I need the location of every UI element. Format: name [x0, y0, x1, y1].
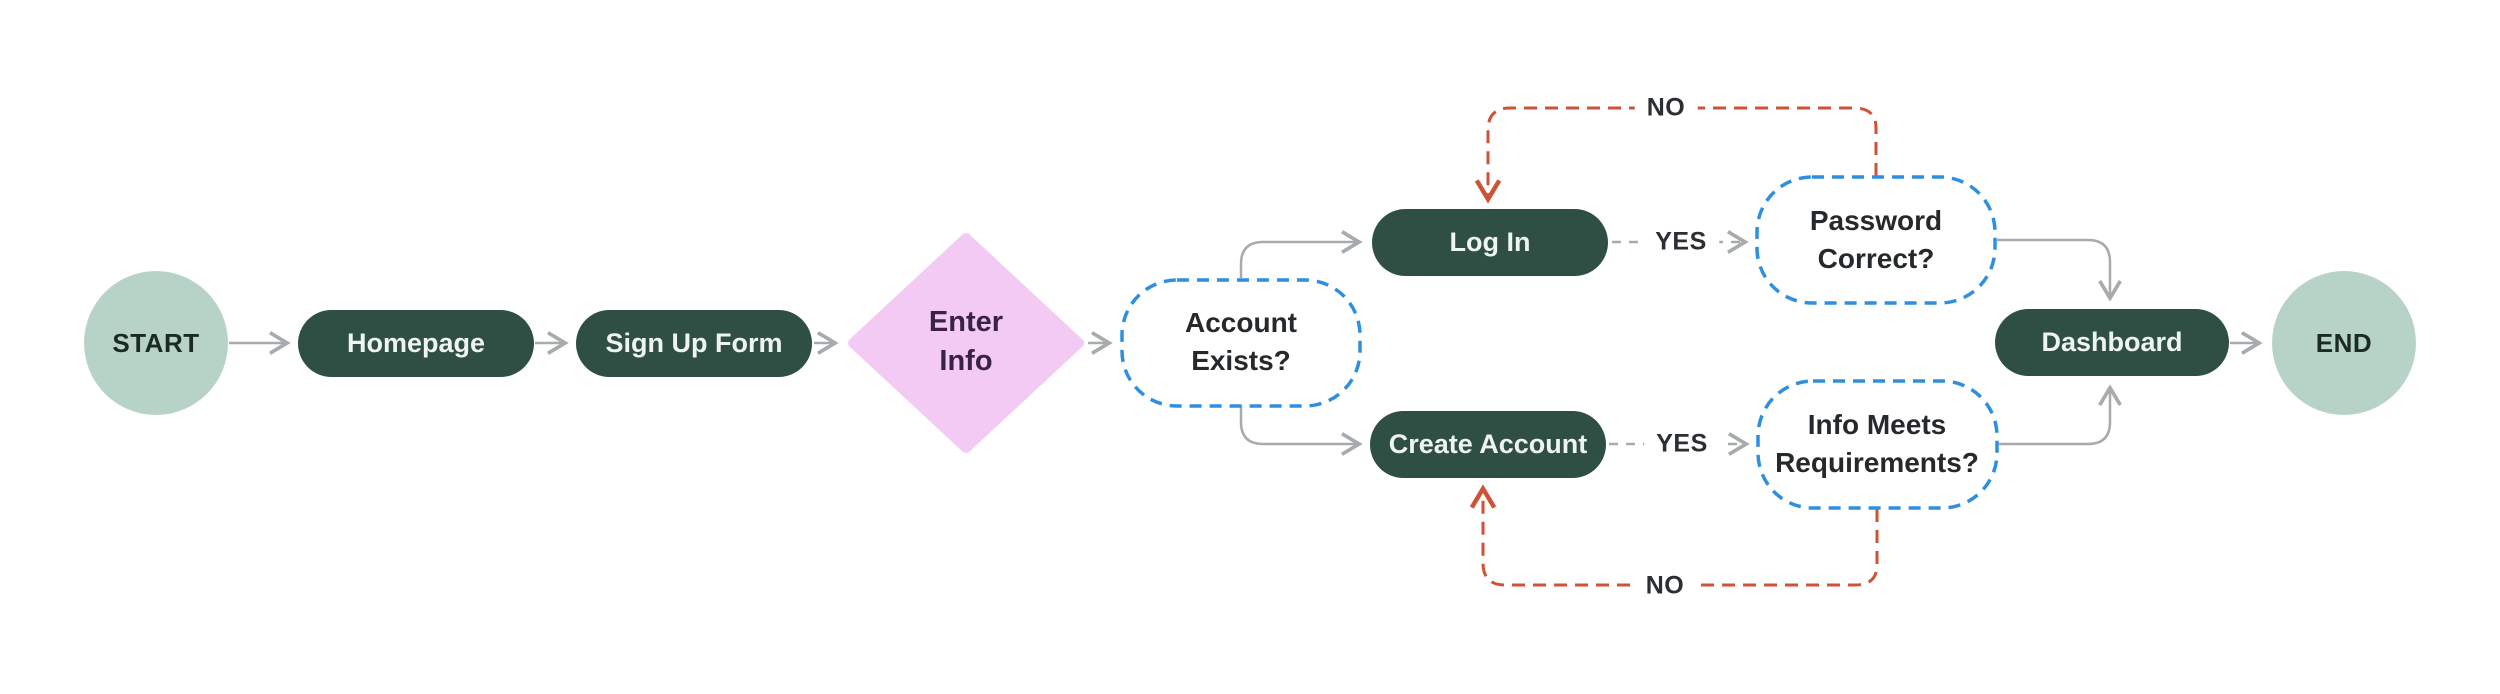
password-correct-label: Password Correct? [1809, 205, 1943, 274]
homepage-node: Homepage [298, 310, 534, 377]
dashboard-node: Dashboard [1995, 309, 2229, 376]
start-node: START [84, 271, 228, 415]
log-in-node: Log In [1372, 209, 1608, 276]
create-account-node: Create Account [1370, 411, 1606, 478]
no-label-bottom: NO [1633, 569, 1697, 603]
edge-accountexists-login [1239, 230, 1363, 278]
info-meets-requirements-box [1756, 379, 1999, 510]
yes-label-bottom: YES [1644, 427, 1720, 461]
enter-info-label: Enter Info [928, 305, 1004, 377]
edge-infomeets-dashboard [1999, 384, 2122, 446]
yes-label-top: YES [1643, 225, 1719, 259]
sign-up-form-node: Sign Up Form [576, 310, 812, 377]
account-exists-label: Account Exists? [1185, 307, 1297, 376]
no-label-top: NO [1634, 91, 1698, 125]
password-correct-box [1755, 175, 1997, 305]
edge-passwordcorrect-dashboard [1997, 238, 2122, 302]
edge-accountexists-createaccount [1239, 406, 1363, 456]
info-meets-requirements-label: Info Meets Requirements? [1775, 409, 1979, 478]
end-node: END [2272, 271, 2416, 415]
account-exists-box [1120, 278, 1362, 408]
enter-info-diamond [848, 233, 1084, 453]
